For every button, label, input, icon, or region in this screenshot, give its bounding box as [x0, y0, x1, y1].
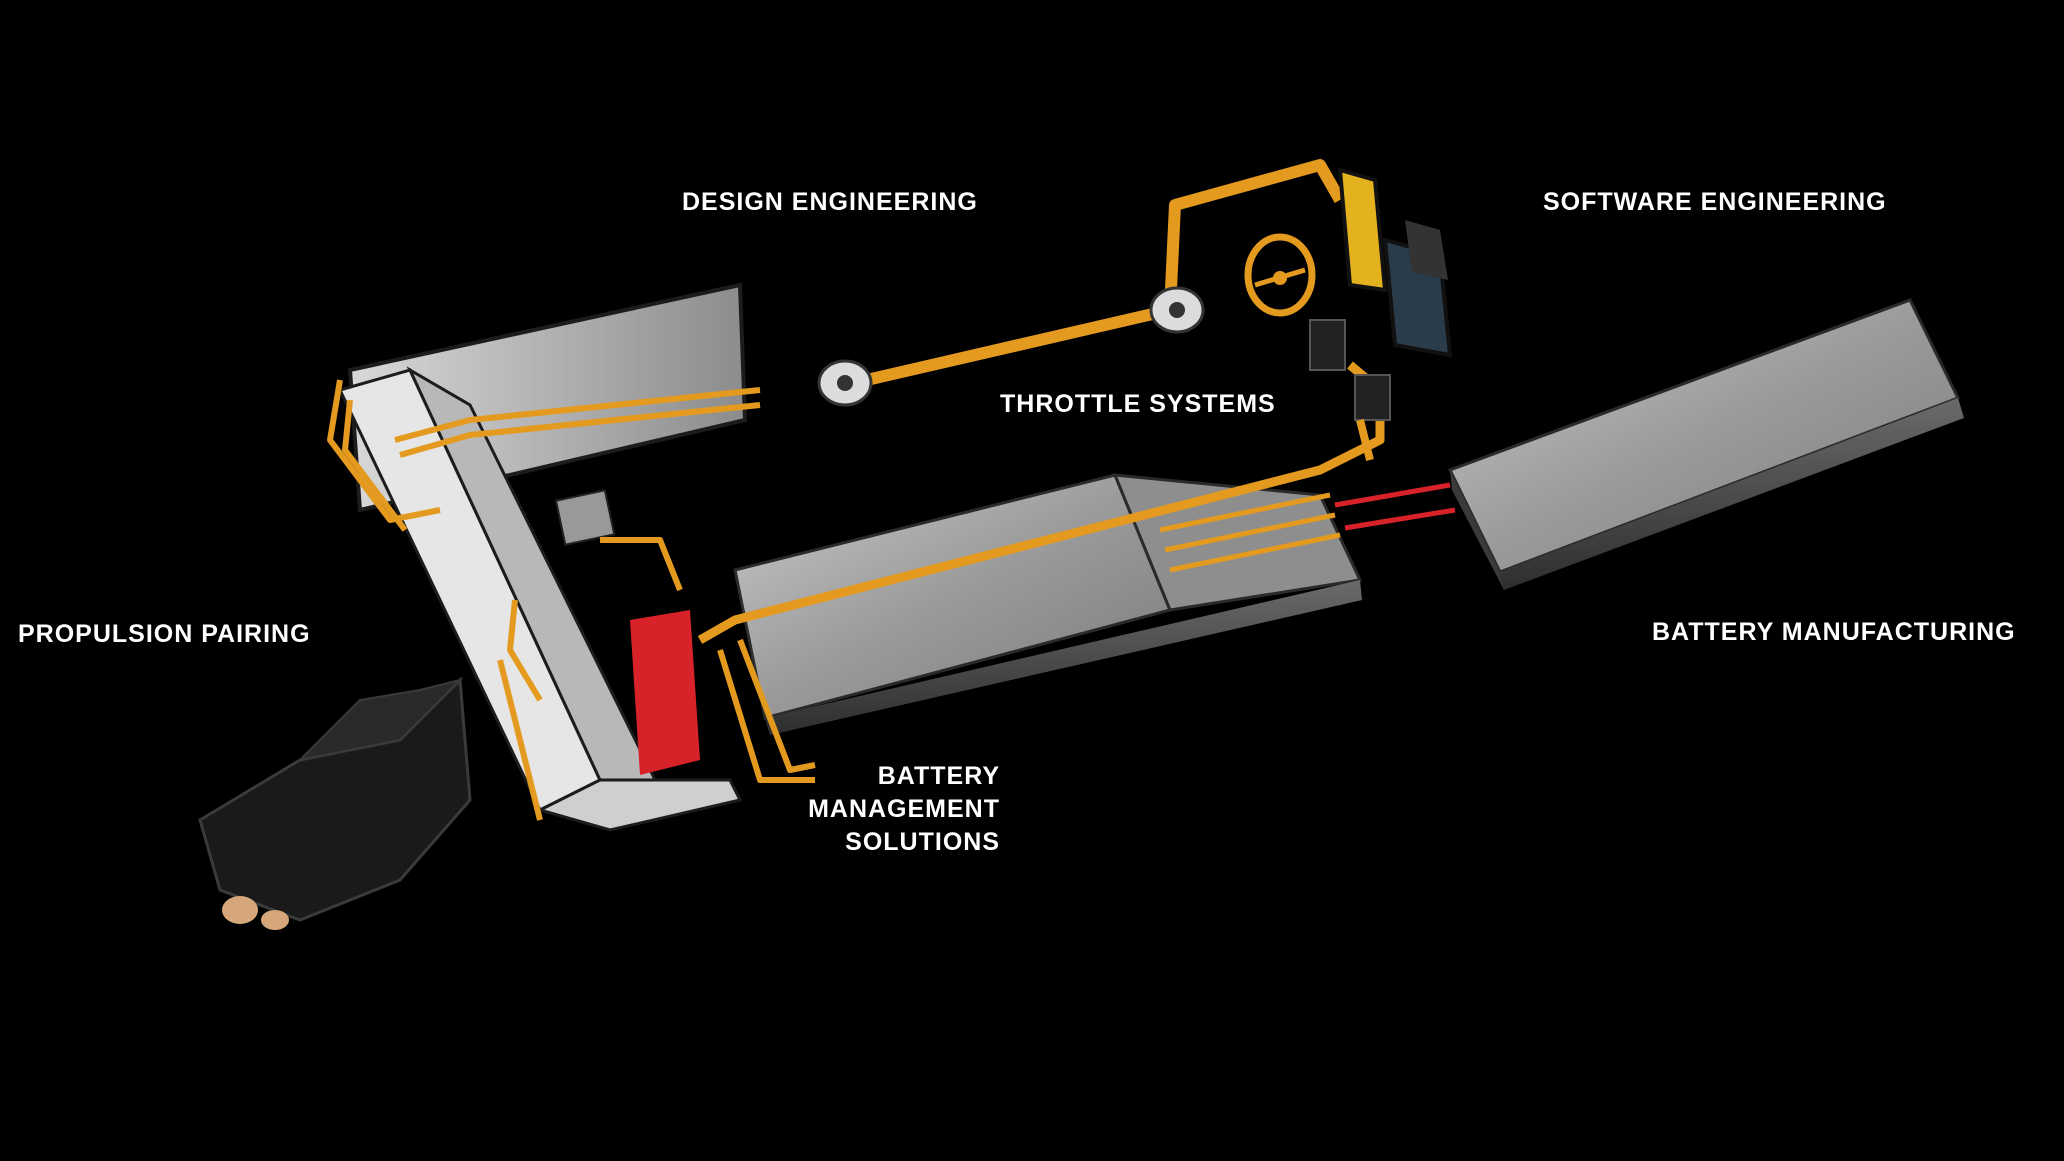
label-battery-manufacturing: BATTERY MANUFACTURING — [1652, 618, 2016, 646]
outboard-motor-icon — [198, 676, 472, 930]
label-software-engineering: SOFTWARE ENGINEERING — [1543, 188, 1887, 216]
label-battery-management-solutions: BATTERY MANAGEMENT SOLUTIONS — [780, 760, 1000, 859]
label-throttle-systems: THROTTLE SYSTEMS — [1000, 390, 1276, 418]
steering-wheel-icon — [1244, 233, 1316, 317]
speaker-icon — [1149, 286, 1205, 334]
label-design-engineering: DESIGN ENGINEERING — [682, 188, 978, 216]
label-bms-line-3: SOLUTIONS — [845, 828, 1000, 856]
label-propulsion-pairing: PROPULSION PAIRING — [18, 620, 311, 648]
label-bms-line-1: BATTERY — [877, 762, 1000, 790]
label-bms-line-2: MANAGEMENT — [808, 795, 1000, 823]
power-cables — [1334, 482, 1456, 531]
battery-tray-left — [337, 282, 748, 832]
battery-module-right — [1447, 298, 1964, 590]
throttle-lever-icon — [1309, 319, 1391, 461]
throttle-system — [817, 159, 1453, 461]
display-screen-icon — [1337, 167, 1453, 358]
battery-module-center — [733, 473, 1363, 735]
speaker-icon — [817, 359, 873, 407]
